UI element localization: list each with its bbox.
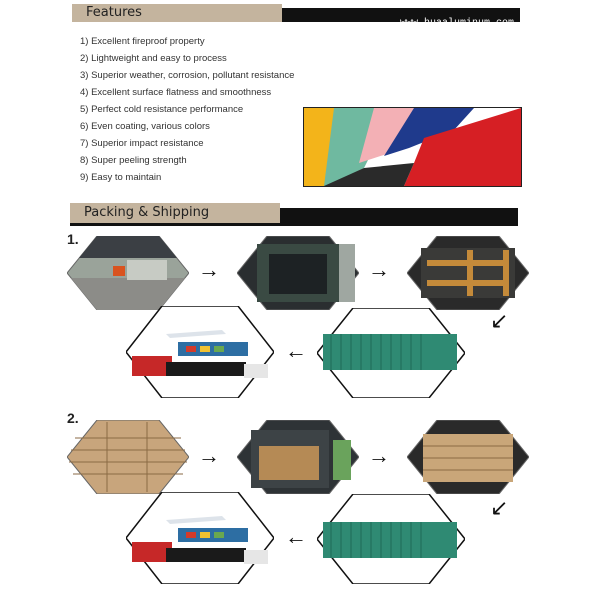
features-title: Features [72,4,282,22]
feature-item: 2) Lightweight and easy to process [80,53,227,64]
panel-navy [384,108,474,156]
packing-title: Packing & Shipping [70,203,280,223]
arrow-down-left-icon: ↙ [490,308,509,333]
warehouse-photo [67,236,189,310]
arrow-left-icon: ← [285,338,307,363]
arrow-down-left-icon: ↙ [490,495,509,520]
sequence-number: 2. [67,410,79,426]
container-loading-photo [237,236,359,310]
feature-list: 1) Excellent fireproof property 2) Light… [80,33,294,186]
color-panels-photo [303,107,522,187]
arrow-right-icon: → [198,257,220,282]
feature-item: 1) Excellent fireproof property [80,36,205,47]
feature-item: 7) Superior impact resistance [80,138,204,149]
arrow-right-icon: → [368,443,390,468]
feature-item: 3) Superior weather, corrosion, pollutan… [80,70,295,81]
color-panels-graphic [304,108,521,186]
packed-container-photo [407,420,529,494]
feature-item: 4) Excellent surface flatness and smooth… [80,87,272,98]
shipping-container-photo [317,494,465,584]
feature-item: 5) Perfect cold resistance performance [80,104,244,115]
feature-item: 9) Easy to maintain [80,172,162,183]
feature-item: 8) Super peeling strength [80,155,187,166]
panel-shadow [324,163,414,186]
arrow-right-icon: → [368,257,390,282]
container-loading-photo [237,420,359,494]
shipping-container-photo [317,308,465,398]
panel-red [404,108,521,186]
arrow-left-icon: ← [285,524,307,549]
transport-collage-photo [126,492,274,584]
arrow-right-icon: → [198,443,220,468]
transport-collage-photo [126,306,274,398]
wooden-crates-photo [67,420,189,494]
sequence-number: 1. [67,231,79,247]
feature-item: 6) Even coating, various colors [80,121,210,132]
website-url: www.huaaluminum.com [400,18,515,29]
packed-container-photo [407,236,529,310]
features-header: Features [72,4,520,22]
packing-header: Packing & Shipping [70,203,518,226]
